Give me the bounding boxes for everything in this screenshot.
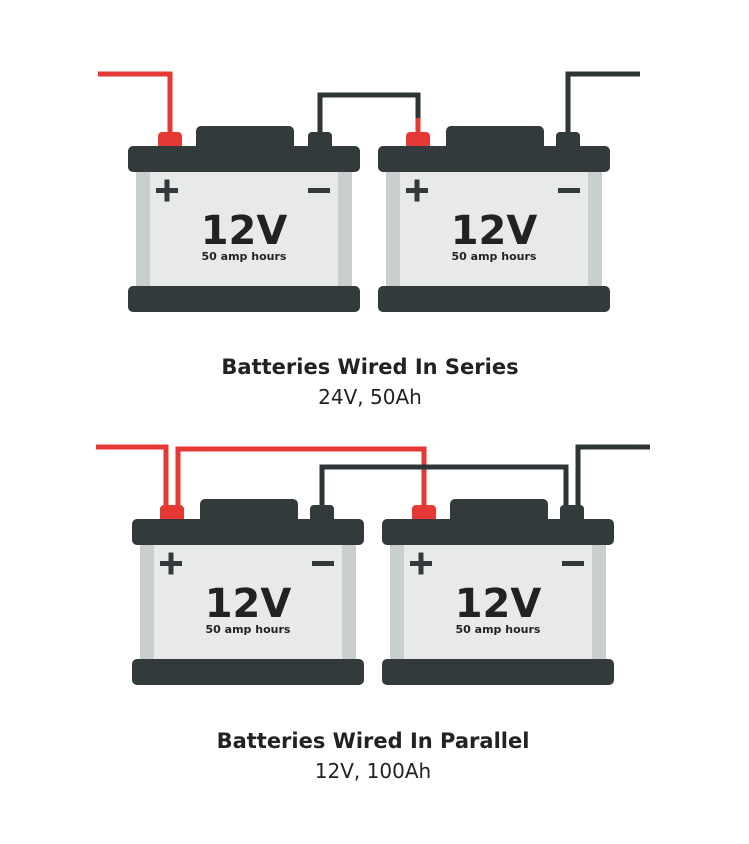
battery-body-face [150, 172, 338, 286]
series-title: Batteries Wired In Series [221, 355, 518, 379]
battery-lid [378, 146, 610, 172]
battery-base [128, 286, 360, 312]
battery-base [132, 659, 364, 685]
battery-voltage: 12V [451, 208, 538, 254]
plus-sign-icon [160, 552, 182, 575]
minus-sign-icon [308, 188, 330, 193]
parallel-subtitle: 12V, 100Ah [315, 759, 431, 783]
minus-sign-icon [558, 188, 580, 193]
plus-sign-icon [410, 552, 432, 575]
battery-lid [128, 146, 360, 172]
parallel-positive-wire-a [96, 444, 169, 506]
battery-capacity: 50 amp hours [452, 250, 537, 263]
series-subtitle: 24V, 50Ah [318, 385, 422, 409]
series-battery-2: 12V 50 amp hours [378, 126, 610, 312]
series-battery-1: 12V 50 amp hours [128, 126, 360, 312]
minus-sign-icon [312, 561, 334, 566]
battery-lid [132, 519, 364, 545]
battery-lid [382, 519, 614, 545]
battery-capacity: 50 amp hours [456, 623, 541, 636]
battery-voltage: 12V [201, 208, 288, 254]
battery-base [382, 659, 614, 685]
battery-body-face [154, 545, 342, 659]
battery-capacity: 50 amp hours [202, 250, 287, 263]
battery-body-face [400, 172, 588, 286]
battery-capacity: 50 amp hours [206, 623, 291, 636]
parallel-section: 12V 50 amp hours 12V 50 amp hours Batter… [96, 444, 650, 783]
series-link-wire [317, 92, 421, 134]
parallel-positive-wire-b [175, 446, 427, 506]
parallel-title: Batteries Wired In Parallel [217, 729, 530, 753]
parallel-negative-wire-a [319, 464, 569, 506]
series-negative-wire [565, 71, 640, 134]
series-section: 12V 50 amp hours 12V 50 amp hours Batter… [98, 71, 640, 409]
minus-sign-icon [562, 561, 584, 566]
parallel-battery-1: 12V 50 amp hours [132, 499, 364, 685]
plus-sign-icon [406, 179, 428, 202]
plus-sign-icon [156, 179, 178, 202]
battery-voltage: 12V [455, 581, 542, 627]
battery-base [378, 286, 610, 312]
battery-voltage: 12V [205, 581, 292, 627]
parallel-negative-wire-b [575, 444, 650, 506]
parallel-battery-2: 12V 50 amp hours [382, 499, 614, 685]
series-positive-wire [98, 71, 173, 132]
battery-body-face [404, 545, 592, 659]
